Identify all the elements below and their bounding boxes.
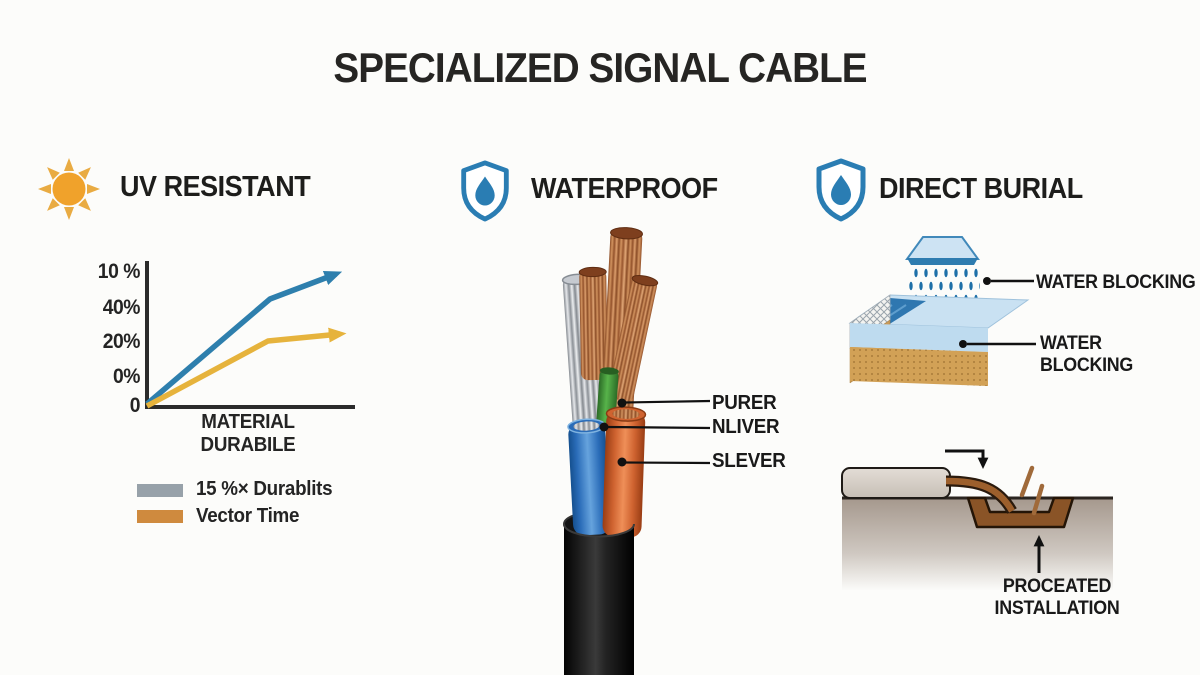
uv-line-chart <box>145 261 355 409</box>
chart-axes <box>145 261 355 409</box>
soil-label-line1: WATER <box>1040 333 1102 354</box>
cable-illustration <box>561 227 659 675</box>
jacket-body <box>564 524 634 675</box>
blue-trend-line <box>145 270 343 407</box>
water-label-leaders <box>959 277 1036 348</box>
shield-water-drop-icon <box>461 160 509 222</box>
buried-cable <box>945 477 1015 513</box>
yellow-trend-line <box>145 327 347 409</box>
shower-funnel <box>905 236 980 260</box>
page-title: SPECIALIZED SIGNAL CABLE <box>333 44 867 91</box>
copper-conductor-left <box>578 266 608 381</box>
burial-trench <box>966 496 1075 529</box>
y-axis-tick: 0 <box>129 394 141 417</box>
down-arrow <box>945 449 989 469</box>
y-axis-tick: 20% <box>102 330 141 353</box>
cable-label-leaders <box>599 398 711 467</box>
blue-insulated-wire <box>567 418 611 536</box>
cable-label-slever: SLEVER <box>712 450 786 472</box>
legend-label: 15 %× Durablits <box>196 478 333 500</box>
water-block <box>848 294 1030 386</box>
cable-label-purer: PURER <box>712 392 777 414</box>
jacket-lip-highlight <box>563 523 635 538</box>
direct-burial-heading: DIRECT BURIAL <box>879 173 1083 205</box>
shield-water-drop-icon <box>816 158 866 222</box>
rain-label: WATER BLOCKING <box>1036 272 1196 293</box>
x-axis-label-line2: DURABILE <box>200 434 296 456</box>
cable-label-nliver: NLIVER <box>712 416 780 438</box>
water-blocking-diagram <box>848 236 1036 386</box>
orange-insulated-wire <box>602 406 647 538</box>
y-axis-tick: 0% <box>112 365 140 388</box>
burial-installation-diagram <box>841 449 1113 590</box>
x-axis-label-line1: MATERIAL <box>201 411 295 433</box>
motion-strokes <box>1019 465 1045 516</box>
install-label-line1: PROCEATED <box>1002 576 1112 597</box>
soil-label-line2: BLOCKING <box>1040 355 1134 376</box>
install-label-line2: INSTALLATION <box>994 598 1120 619</box>
uv-resistant-heading: UV RESISTANT <box>120 171 311 203</box>
copper-conductor-right <box>608 274 659 402</box>
legend-label: Vector Time <box>196 505 300 527</box>
legend-swatch-gray <box>137 484 183 497</box>
funnel-rim <box>907 258 978 265</box>
y-axis-tick: 10 % <box>97 260 141 283</box>
sun-icon <box>38 158 100 220</box>
legend-swatch-orange <box>137 510 183 523</box>
soil-label: WATER BLOCKING <box>1040 333 1133 377</box>
waterproof-heading: WATERPROOF <box>531 173 718 205</box>
install-label: PROCEATED INSTALLATION <box>988 576 1125 620</box>
surface-slab <box>841 467 951 499</box>
x-axis-label: MATERIAL DURABILE <box>163 411 332 457</box>
y-axis-tick: 40% <box>102 296 141 319</box>
